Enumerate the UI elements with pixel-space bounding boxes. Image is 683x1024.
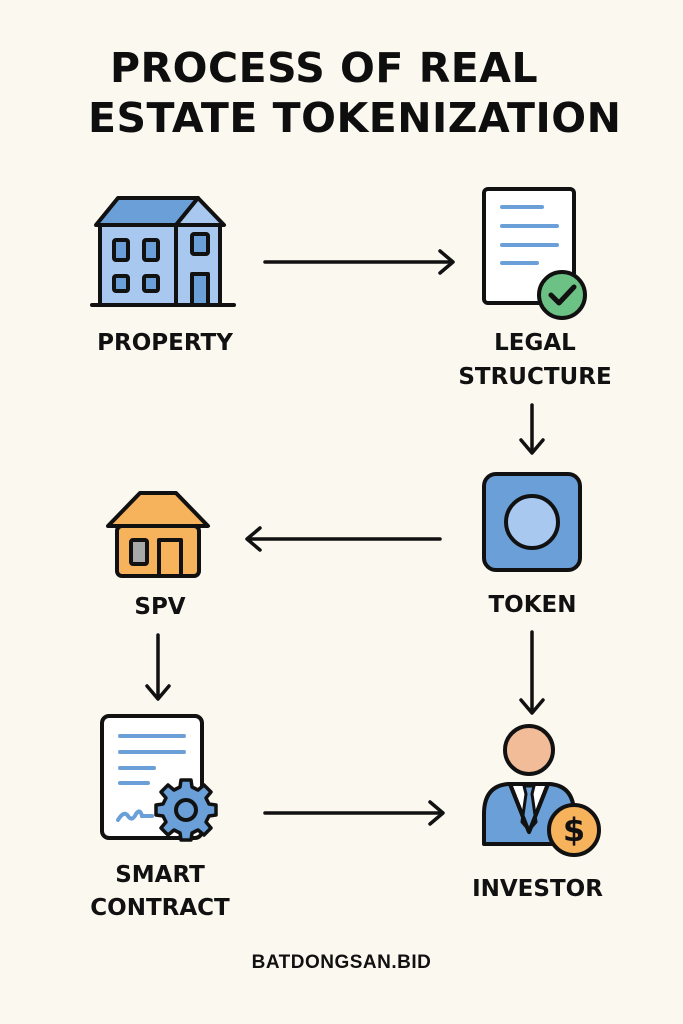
investor-dollar-icon: $ [482,724,601,857]
node-label-property: PROPERTY [97,330,233,356]
node-label-smart-contract-line-2: CONTRACT [90,895,230,921]
node-label-legal-line-1: LEGAL [494,330,576,356]
house-building-icon [90,196,236,307]
node-label-token: TOKEN [488,592,577,618]
token-coin-icon [482,472,582,572]
node-label-investor: INVESTOR [472,876,603,902]
node-label-smart-contract-line-1: SMART [115,862,205,888]
arrow-legal-to-token [519,403,545,455]
node-label-legal-line-2: STRUCTURE [458,364,612,390]
page-title-line-2: ESTATE TOKENIZATION [88,94,622,142]
arrow-spv-to-smart-contract [145,633,171,701]
arrow-token-to-spv [245,526,442,552]
page-title-line-1: PROCESS OF REAL [110,44,539,92]
small-house-icon [106,491,210,578]
arrow-property-to-legal [263,249,455,275]
contract-gear-icon [100,714,218,842]
node-label-spv: SPV [134,594,186,620]
arrow-token-to-investor [519,630,545,715]
document-check-icon [482,187,587,320]
dollar-sign-icon: $ [563,811,585,849]
footer-website: BATDONGSAN.BID [251,952,432,973]
arrow-smart-contract-to-investor [263,800,445,826]
